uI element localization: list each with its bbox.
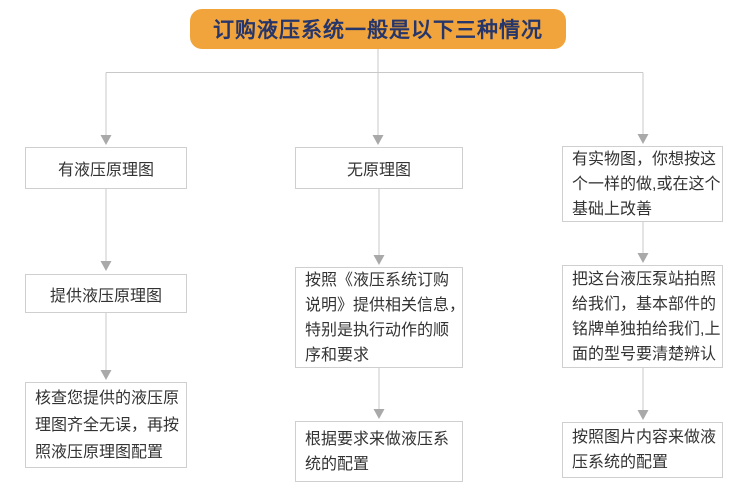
flow-box-text-line: 按照《液压系统订购: [305, 271, 450, 289]
flow-box-text-line: 个一样的做,或在这个: [572, 175, 721, 193]
flow-box-no-schematic: 无原理图: [295, 147, 463, 189]
flow-box-text-line: 特别是执行动作的顺: [305, 321, 450, 339]
flow-box-text-line: 把这台液压泵站拍照: [572, 270, 717, 288]
flow-box-has-photo: 有实物图，你想按这 个一样的做,或在这个 基础上改善: [562, 146, 723, 222]
flow-box-text-line: 压系统的配置: [572, 454, 669, 471]
flow-box-text-line: 面的型号要清楚辨认: [572, 345, 717, 363]
flow-box-has-schematic: 有液压原理图: [25, 147, 187, 189]
flow-box-text-line: 说明》提供相关信息，: [305, 296, 466, 314]
flow-box-text: 无原理图: [346, 162, 411, 179]
flow-box-text-line: 有实物图，你想按这: [572, 150, 717, 168]
flow-box-text-line: 照液压原理图配置: [35, 443, 164, 461]
flow-box-text-line: 给我们，基本部件的: [572, 295, 717, 313]
flow-box-text-line: 铭牌单独拍给我们,上: [572, 320, 721, 338]
flow-box-configure-per-photo: 按照图片内容来做液 压系统的配置: [562, 422, 723, 478]
flow-box-text: 有液压原理图: [57, 162, 154, 179]
arrow-down-icons: [100, 134, 649, 420]
flow-box-text-line: 根据要求来做液压系: [305, 430, 450, 448]
branch-connector: [105, 49, 644, 411]
flow-box-text-line: 按照图片内容来做液: [572, 429, 717, 446]
flow-box-text-line: 核查您提供的液压原: [35, 389, 180, 407]
flow-box-configure-per-requirements: 根据要求来做液压系 统的配置: [295, 421, 463, 482]
flow-box-text-line: 基础上改善: [572, 200, 653, 218]
flow-box-verify-schematic: 核查您提供的液压原 理图齐全无误，再按 照液压原理图配置: [25, 382, 187, 468]
flow-box-text: 提供液压原理图: [49, 287, 162, 305]
flow-box-text-line: 序和要求: [305, 346, 370, 364]
flow-box-text-line: 统的配置: [305, 455, 370, 473]
flow-box-text-line: 理图齐全无误，再按: [35, 416, 180, 434]
flow-title-banner: 订购液压系统一般是以下三种情况: [190, 9, 566, 49]
flow-box-send-photos: 把这台液压泵站拍照 给我们，基本部件的 铭牌单独拍给我们,上 面的型号要清楚辨认: [562, 265, 723, 368]
flow-box-follow-order-guide: 按照《液压系统订购 说明》提供相关信息， 特别是执行动作的顺 序和要求: [295, 267, 466, 368]
flow-box-provide-schematic: 提供液压原理图: [25, 274, 187, 313]
